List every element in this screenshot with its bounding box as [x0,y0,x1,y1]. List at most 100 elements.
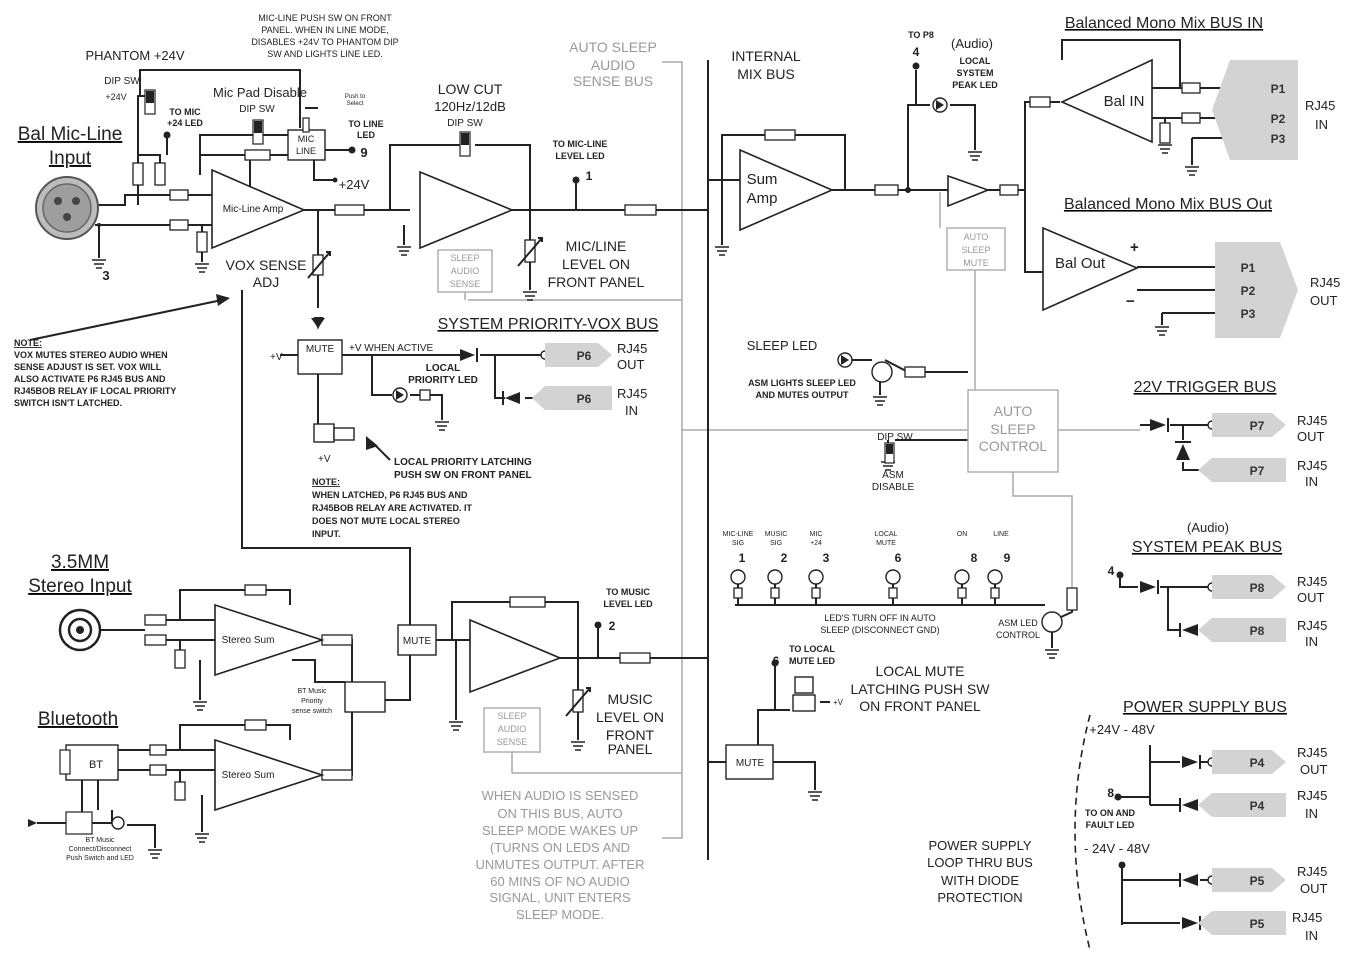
svg-text:ON THIS BUS, AUTO: ON THIS BUS, AUTO [497,806,622,821]
svg-text:INTERNAL: INTERNAL [731,48,800,64]
svg-text:RJ45: RJ45 [1297,574,1327,589]
svg-text:DIP SW: DIP SW [447,118,483,129]
svg-text:P2: P2 [1271,112,1286,126]
svg-text:AUDIO: AUDIO [498,724,527,734]
trigger-bus-title: 22V TRIGGER BUS [1134,379,1277,396]
svg-text:IN: IN [1305,474,1318,489]
svg-text:RJ45: RJ45 [617,341,647,356]
svg-text:+V: +V [270,352,283,363]
svg-text:−: − [1126,293,1135,310]
svg-text:RJ45: RJ45 [1305,98,1335,113]
svg-text:RJ45: RJ45 [1297,864,1327,879]
svg-text:Bal Out: Bal Out [1055,255,1106,272]
svg-text:PUSH SW ON FRONT PANEL: PUSH SW ON FRONT PANEL [394,470,532,481]
svg-text:MIC: MIC [810,531,823,538]
bal-in-bus-title: Balanced Mono Mix BUS IN [1065,15,1263,32]
svg-text:WITH DIODE: WITH DIODE [941,873,1019,888]
svg-text:LEVEL LED: LEVEL LED [603,599,653,609]
svg-text:SENSE ADJUST IS SET. VOX WILL: SENSE ADJUST IS SET. VOX WILL [14,362,162,372]
svg-text:SLEEP (DISCONNECT GND): SLEEP (DISCONNECT GND) [820,625,939,635]
svg-text:Push Switch and LED: Push Switch and LED [66,855,134,862]
svg-text:DIP SW: DIP SW [239,104,275,115]
svg-text:Push to: Push to [345,94,366,100]
svg-text:NOTE:: NOTE: [14,338,42,348]
svg-text:LEVEL ON: LEVEL ON [562,256,630,272]
svg-text:DISABLES +24V TO PHANTOM DIP: DISABLES +24V TO PHANTOM DIP [251,37,398,47]
svg-text:MIC/LINE: MIC/LINE [566,238,627,254]
amplifiers [211,58,1153,812]
svg-text:DIP SW: DIP SW [877,432,913,443]
svg-text:LEVEL ON: LEVEL ON [596,709,664,725]
annotation-arrows [29,107,1091,951]
svg-text:3: 3 [102,268,109,283]
status-led-labels: MIC-LINE SIG MUSIC SIG MIC +24 LOCAL MUT… [723,531,1040,640]
svg-text:Mic-Line Amp: Mic-Line Amp [223,204,284,215]
svg-text:+24 LED: +24 LED [167,118,203,128]
svg-text:AUTO: AUTO [994,403,1033,419]
svg-text:MUTE: MUTE [963,258,989,268]
svg-text:ON: ON [957,531,968,538]
svg-text:RJ45: RJ45 [1297,788,1327,803]
peak-audio-label: (Audio) [1187,520,1229,535]
svg-text:SYSTEM: SYSTEM [956,68,993,78]
svg-text:SW AND LIGHTS LINE LED.: SW AND LIGHTS LINE LED. [267,49,383,59]
svg-text:IN: IN [1305,634,1318,649]
svg-text:120Hz/12dB: 120Hz/12dB [434,99,506,114]
svg-text:P5: P5 [1250,874,1265,888]
ground-symbols [92,144,1199,859]
svg-text:ASM LED: ASM LED [998,618,1038,628]
svg-text:LOW CUT: LOW CUT [438,81,503,97]
svg-text:CONTROL: CONTROL [979,438,1048,454]
svg-text:P7: P7 [1250,464,1265,478]
svg-text:6: 6 [895,551,902,565]
svg-text:Select: Select [347,101,364,107]
svg-text:Sum: Sum [747,171,778,188]
svg-text:2: 2 [781,551,788,565]
svg-text:PEAK LED: PEAK LED [952,80,998,90]
svg-text:sense switch: sense switch [292,708,332,715]
svg-text:OUT: OUT [1310,293,1338,308]
svg-text:LED'S TURN OFF IN AUTO: LED'S TURN OFF IN AUTO [824,613,935,623]
function-boxes [287,117,1059,780]
svg-text:LOCAL PRIORITY LATCHING: LOCAL PRIORITY LATCHING [394,457,532,468]
svg-text:PHANTOM +24V: PHANTOM +24V [85,48,184,63]
svg-text:Stereo Sum: Stereo Sum [222,770,275,781]
svg-text:P1: P1 [1271,82,1286,96]
svg-text:P5: P5 [1250,917,1265,931]
bal-mic-line-title: Bal Mic-Line [18,124,123,145]
port-labels: P1 P2 P3 RJ45 IN P1 P2 P3 RJ45 OUT + − P… [1108,82,1341,943]
svg-text:RJ45: RJ45 [1292,910,1322,925]
svg-text:P4: P4 [1250,756,1265,770]
svg-text:LOCAL MUTE: LOCAL MUTE [876,663,965,679]
svg-text:9: 9 [1004,551,1011,565]
svg-text:SLEEP MODE.: SLEEP MODE. [516,907,604,922]
svg-text:LEVEL LED: LEVEL LED [555,151,605,161]
svg-text:MUSIC: MUSIC [765,531,788,538]
svg-text:PROTECTION: PROTECTION [937,890,1022,905]
bt-module [28,744,125,835]
svg-text:IN: IN [625,403,638,418]
svg-text:CONTROL: CONTROL [996,630,1040,640]
svg-text:SLEEP: SLEEP [990,421,1035,437]
auto-sleep-note: WHEN AUDIO IS SENSED ON THIS BUS, AUTO S… [475,788,644,922]
svg-text:SENSE BUS: SENSE BUS [573,73,653,89]
svg-text:P1: P1 [1241,261,1256,275]
sleep-labels: SLEEP LED ASM LIGHTS SLEEP LED AND MUTES… [747,338,915,493]
svg-text:SWITCH ISN'T LATCHED.: SWITCH ISN'T LATCHED. [14,398,122,408]
svg-text:TO MIC: TO MIC [169,107,201,117]
svg-text:LOOP THRU BUS: LOOP THRU BUS [927,855,1033,870]
svg-text:FRONT PANEL: FRONT PANEL [548,274,645,290]
vox-note: NOTE: VOX MUTES STEREO AUDIO WHEN SENSE … [14,338,176,408]
svg-text:MIC-LINE PUSH SW ON FRONT: MIC-LINE PUSH SW ON FRONT [258,13,392,23]
svg-text:4: 4 [1108,564,1115,578]
svg-text:IN: IN [1305,806,1318,821]
svg-text:AND MUTES OUTPUT: AND MUTES OUTPUT [756,390,849,400]
svg-text:DIP SW: DIP SW [104,76,140,87]
svg-text:MIC: MIC [298,134,315,144]
svg-text:MIC-LINE: MIC-LINE [723,531,754,538]
svg-text:OUT: OUT [1300,881,1328,896]
svg-text:MUTE: MUTE [403,636,432,647]
svg-text:SENSE: SENSE [497,737,528,747]
svg-text:+24V: +24V [339,177,370,192]
